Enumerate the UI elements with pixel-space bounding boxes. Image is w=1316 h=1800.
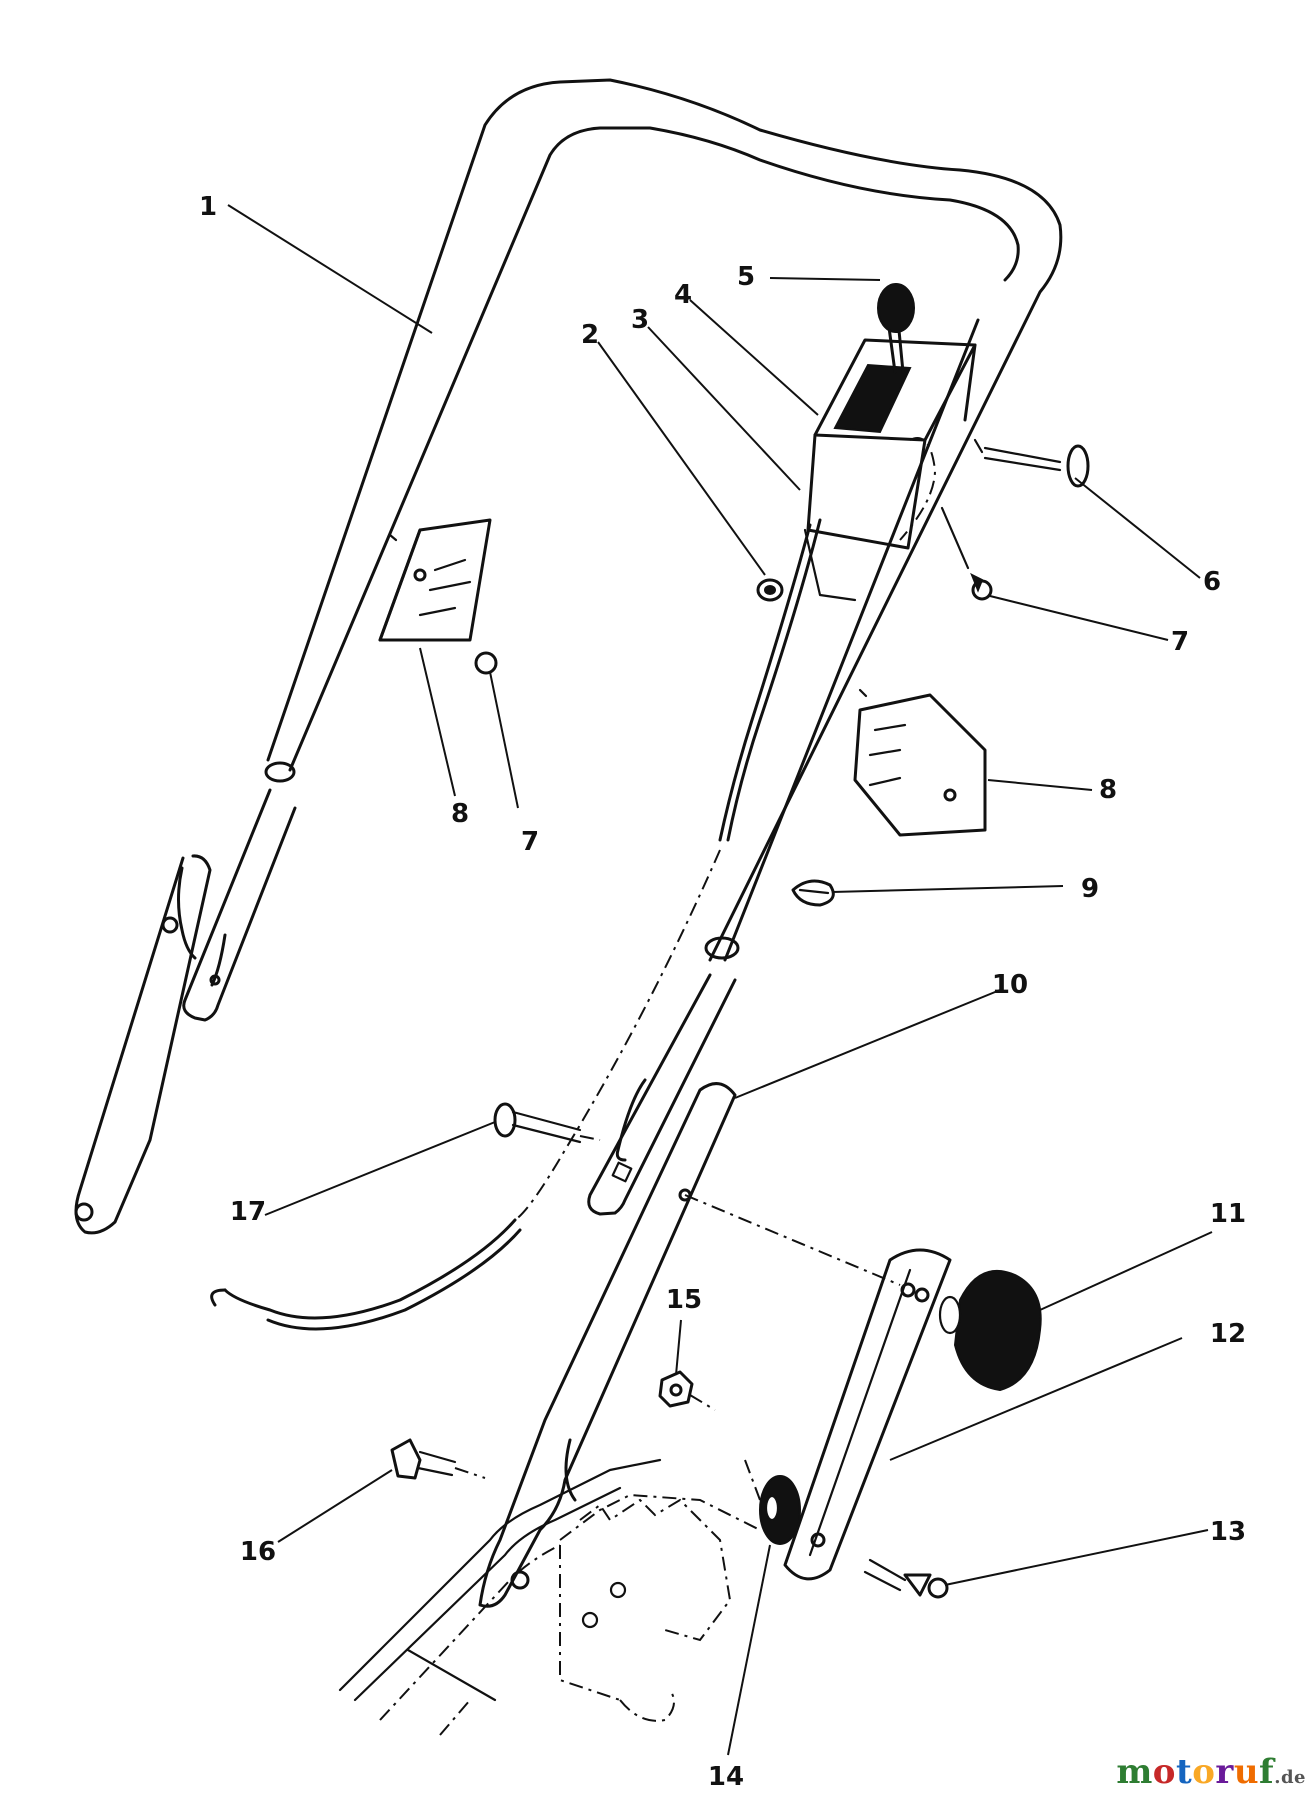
control-box — [803, 283, 977, 602]
spacer-part-14 — [759, 1475, 801, 1545]
nut-part-2 — [756, 578, 784, 602]
callout-4: 4 — [674, 280, 692, 310]
knob-part-11 — [938, 1270, 1042, 1392]
watermark-letter: r — [1215, 1752, 1234, 1792]
leader-lines — [227, 204, 1213, 1756]
callout-15: 15 — [666, 1285, 702, 1315]
lower-handle-right — [587, 973, 737, 1216]
callout-17: 17 — [230, 1197, 266, 1227]
bracket-part-8-right — [853, 688, 987, 837]
watermark-logo: motoruf.de — [1116, 1752, 1306, 1792]
bolt-part-13 — [863, 1558, 949, 1599]
callout-8-right: 8 — [1099, 775, 1117, 805]
callout-9: 9 — [1081, 874, 1099, 904]
watermark-letter: f — [1259, 1752, 1275, 1792]
nut-part-15 — [658, 1370, 716, 1411]
callout-13: 13 — [1210, 1517, 1246, 1547]
callout-1: 1 — [199, 192, 217, 222]
bolt-part-6 — [973, 438, 1090, 488]
callout-7-right: 7 — [1171, 627, 1189, 657]
watermark-letter: t — [1175, 1752, 1193, 1792]
callout-16: 16 — [240, 1537, 276, 1567]
upper-handle — [264, 78, 1063, 962]
watermark-suffix: .de — [1274, 1767, 1306, 1788]
screw-part-7-right — [940, 506, 993, 601]
mower-deck-outline — [338, 1458, 761, 1736]
callout-7-left: 7 — [521, 827, 539, 857]
bracket-part-8-left — [378, 518, 498, 675]
callout-2: 2 — [581, 320, 599, 350]
callout-3: 3 — [631, 305, 649, 335]
callout-10: 10 — [992, 970, 1028, 1000]
callout-8-left: 8 — [451, 799, 469, 829]
callout-6: 6 — [1203, 567, 1221, 597]
control-cable — [210, 518, 822, 1331]
lower-handle-left — [74, 788, 297, 1235]
watermark-letter: o — [1152, 1752, 1176, 1792]
callout-11: 11 — [1210, 1199, 1246, 1229]
callout-12: 12 — [1210, 1319, 1246, 1349]
callout-5: 5 — [737, 262, 755, 292]
watermark-letter: u — [1233, 1752, 1260, 1792]
callout-14: 14 — [708, 1762, 744, 1792]
watermark-letter: o — [1192, 1752, 1216, 1792]
bolt-part-17 — [493, 1102, 601, 1144]
bolt-part-16 — [390, 1438, 486, 1480]
adjuster-plate-part-12 — [684, 1194, 952, 1581]
watermark-letter: m — [1116, 1752, 1153, 1792]
clip-part-9 — [791, 879, 835, 907]
